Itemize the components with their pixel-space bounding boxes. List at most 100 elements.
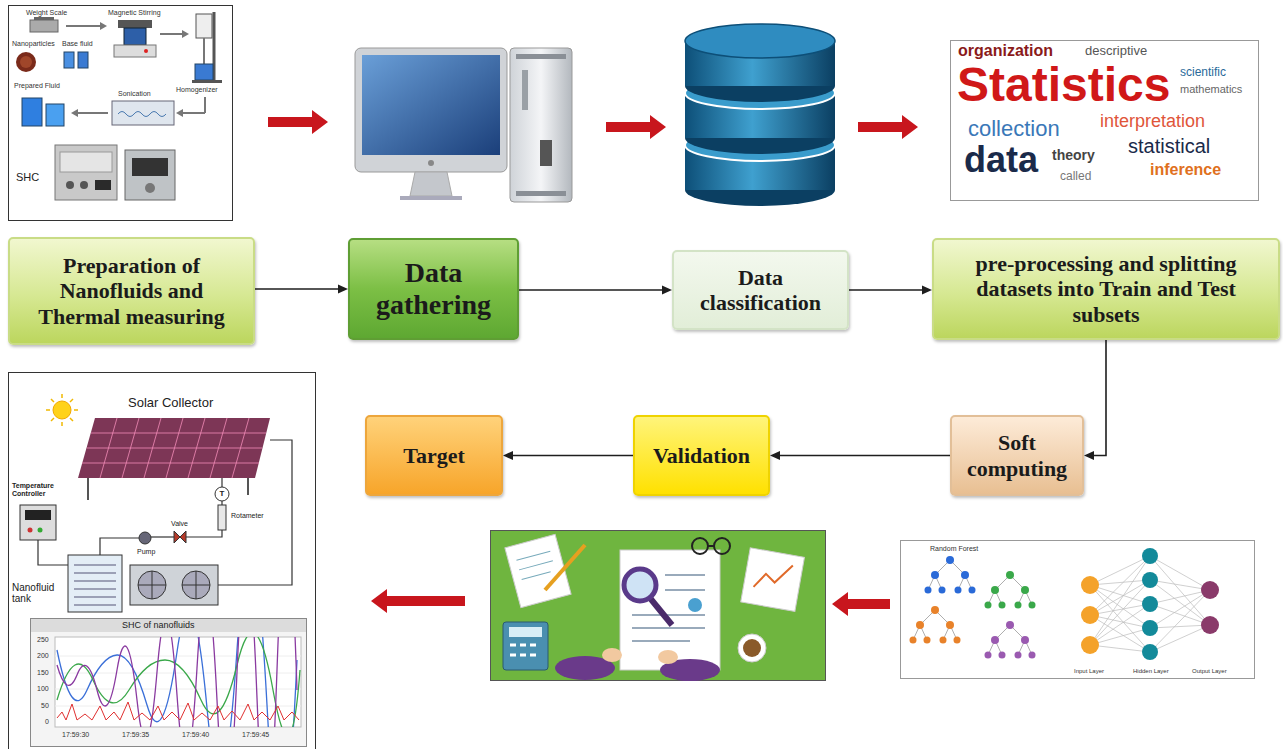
part-label: Pump (137, 548, 155, 555)
model-label: Input Layer (1074, 668, 1104, 674)
cloud-word: mathematics (1180, 84, 1242, 95)
flow-arrow (849, 286, 932, 295)
part-label: SHC (16, 172, 39, 183)
red-arrow (371, 589, 465, 613)
cloud-word: Statistics (957, 61, 1170, 109)
model-panel (991, 586, 999, 594)
model-panel (954, 637, 961, 644)
solar-loop-illustration (218, 505, 226, 530)
nanofluid-preparation-illustration (100, 22, 107, 30)
analysis-desk-image (510, 645, 536, 655)
solar-loop-illustration (55, 689, 301, 690)
cloud-word: descriptive (1085, 44, 1147, 57)
red-arrow (268, 110, 328, 134)
arrow-head (662, 286, 672, 295)
axis-tick: 150 (37, 669, 49, 676)
solar-loop-illustration (70, 399, 73, 402)
nanofluid-preparation-illustration (114, 45, 156, 57)
solar-loop-illustration (215, 487, 229, 501)
solar-loop-illustration (51, 418, 54, 421)
analysis-desk-image (503, 622, 548, 670)
model-panel (946, 621, 954, 629)
nanofluid-preparation-illustration (20, 56, 32, 68)
solar-loop-illustration (100, 538, 139, 555)
connector-line (255, 288, 342, 290)
cloud-word: interpretation (1100, 112, 1205, 130)
model-panel (939, 587, 946, 594)
model-panel (1201, 616, 1219, 634)
arrow-head (338, 285, 348, 294)
nanofluid-preparation-illustration (182, 30, 189, 38)
nanofluid-preparation-illustration (34, 17, 54, 20)
computer-icon (355, 48, 572, 202)
analysis-desk-image (650, 598, 672, 625)
database-icon (685, 24, 835, 206)
model-panel (961, 571, 969, 579)
nanofluid-preparation-illustration (71, 109, 78, 117)
model-panel (1006, 621, 1014, 629)
model-panel (1150, 556, 1210, 652)
solar-loop-illustration (57, 637, 300, 727)
nanofluid-preparation-illustration (132, 158, 168, 176)
nanofluid-preparation-illustration (16, 52, 36, 72)
part-label: Homogenizer (176, 86, 218, 93)
nanofluid-preparation-illustration (160, 33, 182, 35)
model-panel (985, 571, 1036, 609)
arrow-head (503, 451, 513, 460)
solar-loop-illustration (9, 373, 316, 749)
connector-line (776, 455, 950, 457)
solar-loop-illustration (70, 418, 73, 421)
solar-loop-illustration (38, 528, 43, 533)
part-label: Valve (171, 520, 188, 527)
solar-loop-illustration (57, 702, 299, 720)
model-panel (1029, 602, 1036, 609)
model-panel (946, 556, 954, 564)
solar-loop-illustration (78, 418, 270, 478)
solar-loop-illustration (221, 501, 222, 505)
analysis-desk-image (620, 550, 720, 670)
solar-loop-illustration (31, 619, 306, 632)
model-panel (988, 625, 1032, 655)
solar-loop-illustration (139, 532, 151, 544)
nanofluid-preparation-illustration (55, 145, 117, 200)
part-label: Magnetic Stirring (108, 9, 161, 16)
analysis-desk-image (624, 569, 656, 601)
node-label: Target (403, 443, 465, 468)
connector-line (1090, 340, 1106, 456)
axis-tick: 100 (37, 685, 49, 692)
solar-loop-illustration (53, 401, 71, 419)
nanofluid-preparation-illustration (66, 181, 74, 189)
computer-icon (516, 54, 566, 59)
process-box: Validation (633, 415, 770, 496)
cloud-word: organization (958, 43, 1053, 59)
nanofluid-preparation-illustration (46, 104, 64, 126)
axis-tick: 17:59:35 (122, 731, 149, 738)
flow-arrow (519, 286, 672, 295)
nanofluid-preparation-illustration (125, 150, 175, 200)
computer-icon (510, 48, 572, 202)
solar-loop-illustration (51, 399, 54, 402)
cloud-word: inference (1150, 162, 1221, 178)
model-panel (913, 610, 957, 640)
cloud-word: theory (1052, 148, 1095, 162)
nanofluid-preparation-illustration (118, 20, 152, 28)
solar-loop-illustration (232, 418, 249, 478)
solar-loop-illustration (188, 418, 205, 478)
analysis-desk-image (516, 551, 555, 579)
model-panel (985, 621, 1036, 659)
nanofluid-preparation-illustration (145, 183, 155, 193)
model-panel (1142, 548, 1158, 564)
nanofluid-preparation-illustration (60, 152, 112, 172)
model-panel (1090, 556, 1210, 652)
solar-loop-illustration (210, 418, 227, 478)
model-panel (1201, 581, 1219, 634)
model-panel (1015, 652, 1022, 659)
analysis-desk-image (692, 538, 708, 554)
part-label: Base fluid (62, 40, 93, 47)
flow-arrow (1084, 340, 1106, 460)
axis-tick: 50 (41, 702, 49, 709)
model-panel (916, 621, 924, 629)
model-label: Hidden Layer (1133, 668, 1169, 674)
word-cloud-frame (951, 41, 1259, 201)
nanofluid-preparation-illustration (176, 109, 183, 117)
